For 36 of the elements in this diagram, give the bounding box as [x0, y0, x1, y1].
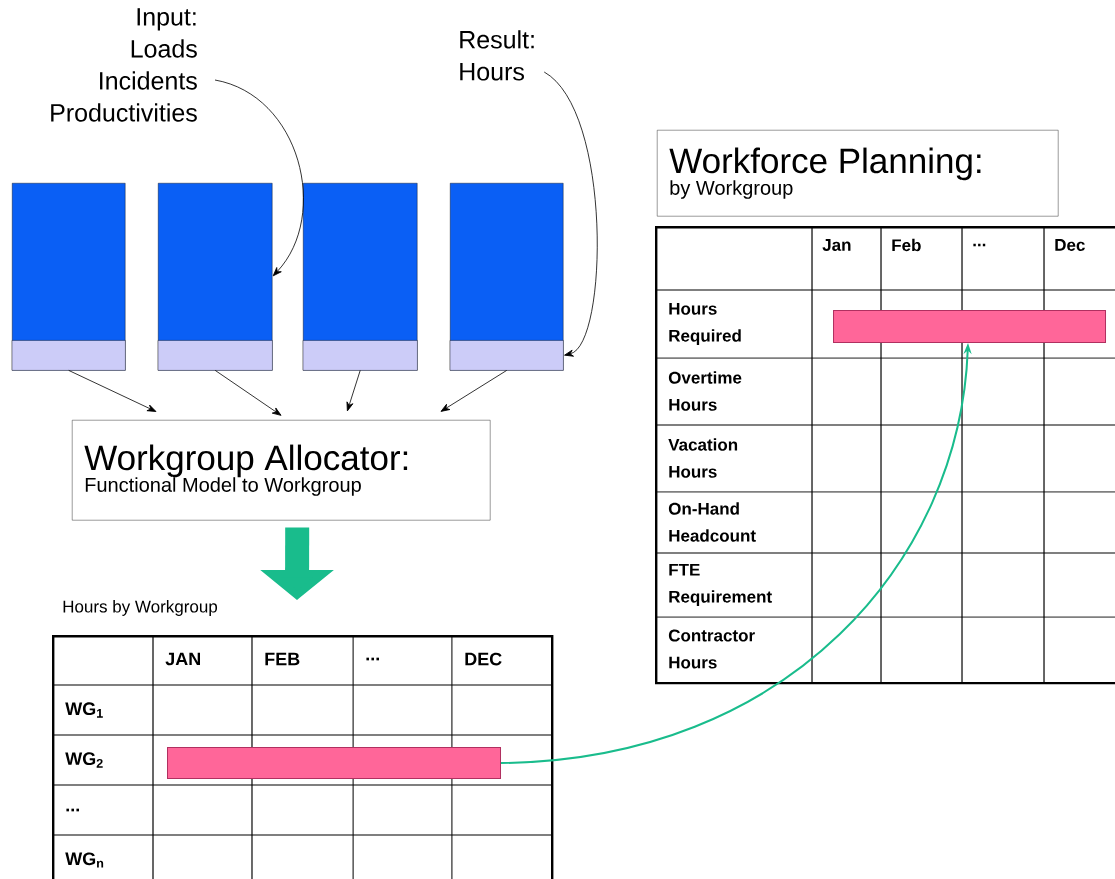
timeline-bar [167, 747, 501, 779]
annotation-text: Result: Hours [460, 30, 534, 81]
data-table [655, 226, 1115, 685]
arrow [68, 370, 157, 412]
column-header: Feb [892, 238, 921, 252]
title-box: Workforce Planning: by Workgroup [657, 130, 1059, 217]
row-header: FTE Requirement [669, 563, 772, 607]
column-header: ... [366, 657, 379, 661]
row-header: Hours Required [669, 302, 741, 346]
stacked-block [11, 183, 126, 371]
stacked-block [157, 183, 273, 371]
table-heading: Hours by Workgroup [63, 600, 218, 616]
curved-arrow [543, 71, 598, 357]
column-header: ... [973, 243, 986, 247]
column-header: Jan [822, 239, 851, 251]
row-header: Overtime Hours [668, 371, 742, 411]
row-header: WG$_{2}$ [65, 752, 103, 768]
column-header: FEB [265, 652, 300, 666]
arrow [346, 370, 361, 412]
row-header: On-Hand Headcount [668, 502, 756, 542]
column-header: Dec [1055, 239, 1085, 251]
column-header: DEC [465, 652, 502, 666]
timeline-bar [833, 310, 1106, 343]
row-header: Vacation Hours [668, 438, 738, 478]
stacked-block [449, 183, 564, 371]
row-header: WG$_{n}$ [65, 852, 104, 868]
row-header: WG$_{1}$ [65, 702, 103, 718]
row-header: Contractor Hours [668, 629, 755, 669]
annotation-text: Input: Loads Incidents Productivities [51, 8, 197, 122]
row-header: ... [66, 808, 79, 812]
curved-arrow [214, 79, 304, 277]
arrow [440, 370, 508, 412]
arrow [214, 370, 282, 416]
stacked-block [302, 183, 418, 371]
column-header: JAN [165, 652, 200, 666]
title-box: Workgroup Allocator: Functional Model to Workgroup [72, 420, 491, 521]
